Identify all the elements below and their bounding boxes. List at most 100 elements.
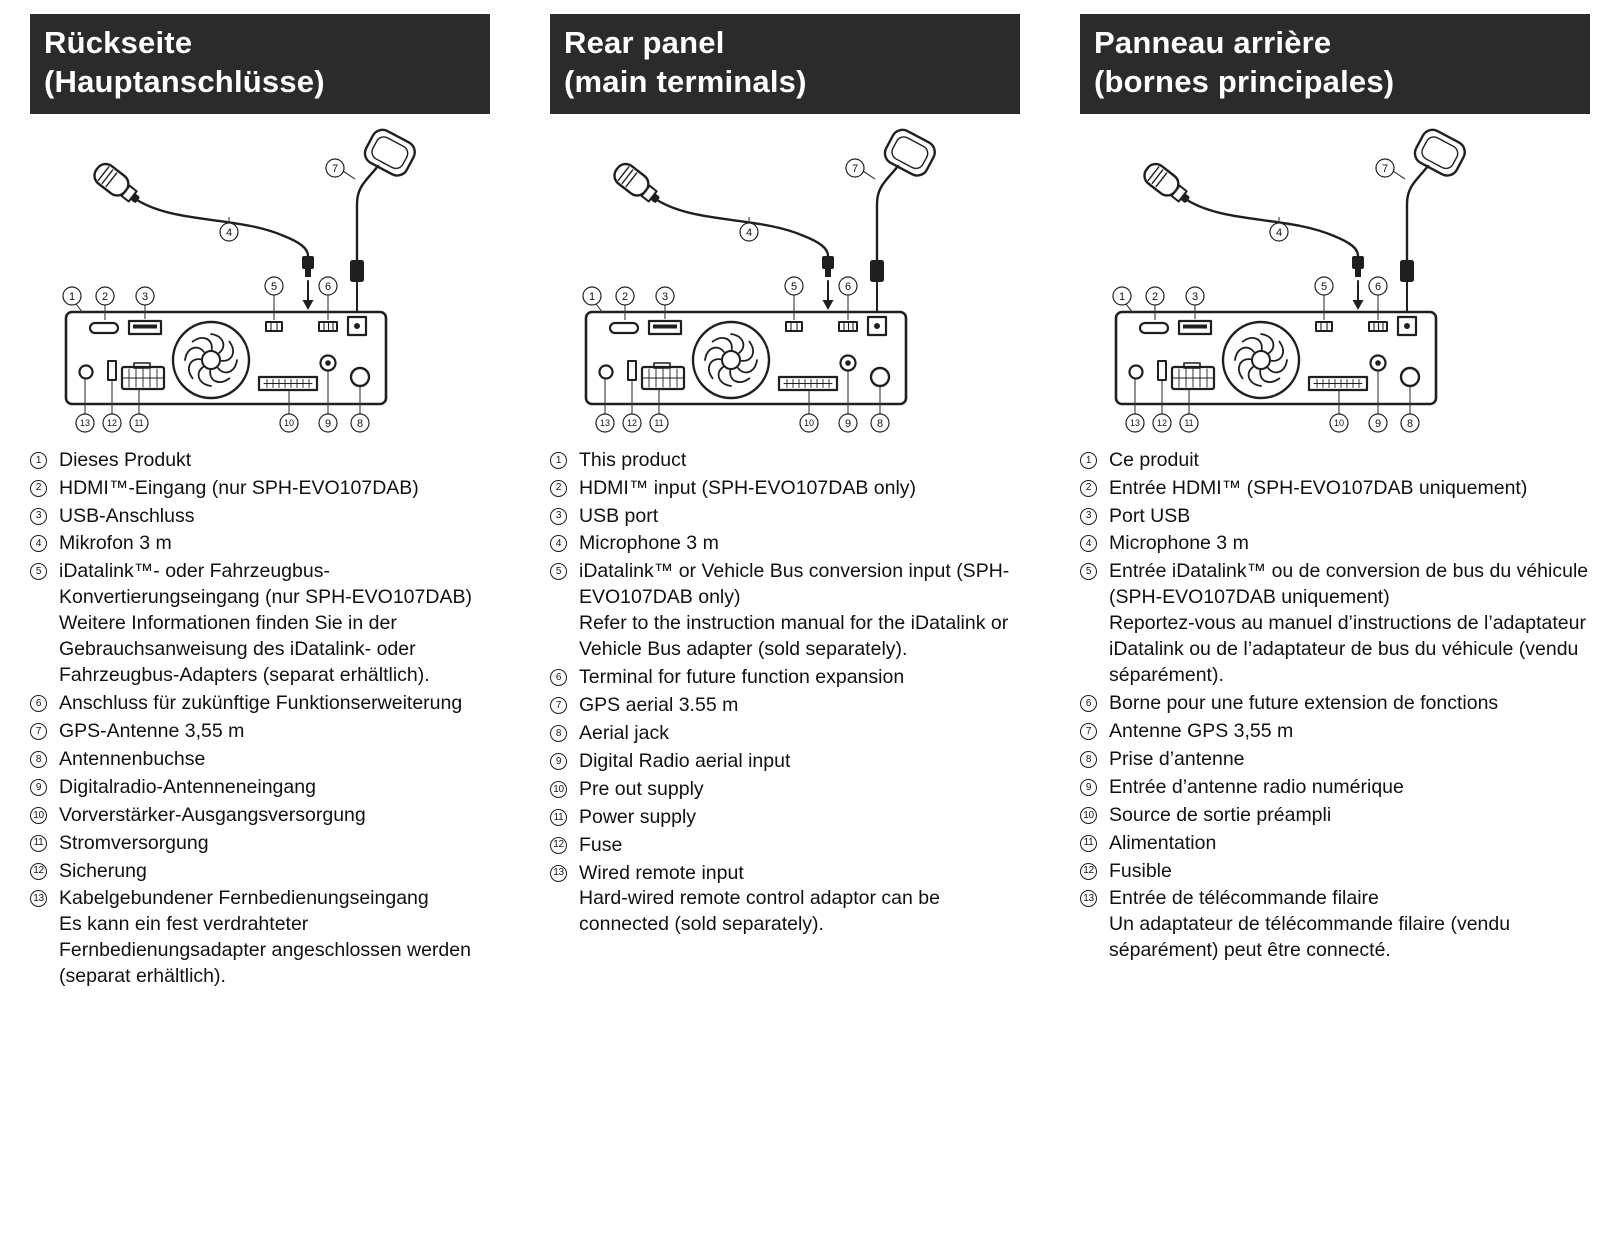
list-item: 6 Anschluss für zukünftige Funktionserwe… [30,691,490,717]
rear-panel-diagram-svg: 1 2 3 4 5 6 7 8 9 10 11 12 13 [62,128,416,433]
item-number-badge: 8 [550,724,567,742]
column-german: Rückseite (Hauptanschlüsse) [30,14,490,992]
item-text: Ce produit [1109,448,1199,471]
item-text: Prise d’antenne [1109,747,1245,770]
svg-text:6: 6 [325,281,331,293]
gps-jack [346,315,368,336]
gps-jack [866,315,888,336]
list-item: 1 This product [550,448,1020,474]
item-number-badge: 10 [550,780,567,798]
gps-cable-ferrite [1400,259,1414,282]
pre-out-connector [777,375,839,391]
digital-radio-jack [319,354,337,372]
item-text: USB-Anschluss [59,504,195,527]
fan-blades [184,332,238,387]
item-text: Port USB [1109,504,1191,527]
bus-conversion-connector [1315,320,1333,332]
item-text: Entrée de télécommande filaire [1109,887,1379,910]
item-number-badge: 10 [1080,806,1097,824]
item-text: Microphone 3 m [1109,532,1249,555]
svg-text:3: 3 [142,291,148,303]
item-text: Aerial jack [579,721,669,744]
item-text: Antenne GPS 3,55 m [1109,719,1294,742]
fuse [627,359,637,381]
wired-remote-hole [598,364,614,380]
section-header-french: Panneau arrière (bornes principales) [1080,14,1590,114]
expansion-connector [1368,320,1388,332]
microphone-icon [1143,162,1190,203]
svg-text:8: 8 [1407,418,1413,430]
power-connector [1170,361,1216,390]
list-item: 4 Microphone 3 m [1080,531,1590,557]
list-item: 13 Kabelgebundener Fernbedienungseingang… [30,886,490,990]
list-item: 12 Fusible [1080,859,1590,885]
item-text: HDMI™-Eingang (nur SPH-EVO107DAB) [59,476,419,499]
item-text: Power supply [579,805,697,828]
item-text: GPS aerial 3.55 m [579,694,739,717]
mini-jack-plug [1352,255,1364,269]
gps-cable [1405,164,1430,261]
item-body: iDatalink™- oder Fahrzeugbus-Konvertieru… [59,559,490,689]
list-item: 7 GPS-Antenne 3,55 m [30,719,490,745]
svg-text:9: 9 [845,418,851,430]
list-item: 8 Aerial jack [550,721,1020,747]
list-item: 9 Digitalradio-Antenneneingang [30,775,490,801]
item-text: HDMI™ input (SPH-EVO107DAB only) [579,476,917,499]
item-body: Borne pour une future extension de fonct… [1109,691,1590,717]
item-number-badge: 6 [30,695,47,713]
terminal-list-german: 1 Dieses Produkt 2 HDMI™-Eingang (nur SP… [30,448,490,990]
list-item: 1 Dieses Produkt [30,448,490,474]
item-number-badge: 4 [550,535,567,553]
item-note: Reportez-vous au manuel d’instructions d… [1109,612,1586,687]
svg-text:9: 9 [325,418,331,430]
callout-numbers: 1 2 3 4 5 6 7 8 9 10 11 12 13 [589,163,883,430]
item-number-badge: 8 [1080,750,1097,768]
svg-text:5: 5 [271,281,277,293]
hdmi-port [608,321,640,334]
item-number-badge: 12 [1080,862,1097,880]
microphone-cable [135,198,310,257]
list-item: 10 Source de sortie préampli [1080,803,1590,829]
item-body: Entrée iDatalink™ ou de conversion de bu… [1109,559,1590,689]
svg-text:3: 3 [662,291,668,303]
list-item: 2 HDMI™-Eingang (nur SPH-EVO107DAB) [30,476,490,502]
list-item: 6 Terminal for future function expansion [550,665,1020,691]
item-text: Sicherung [59,859,147,882]
callout-numbers: 1 2 3 4 5 6 7 8 9 10 11 12 13 [69,163,363,430]
usb-port [127,319,163,335]
list-item: 4 Microphone 3 m [550,531,1020,557]
svg-text:1: 1 [1119,291,1125,303]
item-number-badge: 5 [30,563,47,581]
item-body: Ce produit [1109,448,1590,474]
list-item: 2 Entrée HDMI™ (SPH-EVO107DAB uniquement… [1080,476,1590,502]
item-body: Entrée HDMI™ (SPH-EVO107DAB uniquement) [1109,476,1590,502]
item-body: Alimentation [1109,831,1590,857]
item-text: GPS-Antenne 3,55 m [59,719,245,742]
item-body: Digitalradio-Antenneneingang [59,775,490,801]
list-item: 8 Antennenbuchse [30,747,490,773]
item-text: USB port [579,504,659,527]
column-english: Rear panel (main terminals) [550,14,1020,992]
callouts [582,158,890,433]
item-number-badge: 13 [30,890,47,908]
list-item: 5 iDatalink™ or Vehicle Bus conversion i… [550,559,1020,663]
svg-text:4: 4 [1276,227,1282,239]
item-body: Dieses Produkt [59,448,490,474]
item-number-badge: 5 [1080,563,1097,581]
item-text: Entrée d’antenne radio numérique [1109,775,1404,798]
wired-remote-hole [78,364,94,380]
svg-text:11: 11 [654,418,663,428]
list-item: 3 Port USB [1080,504,1590,530]
rear-panel-diagram-french: 1 2 3 4 5 6 7 8 9 10 11 12 13 [1076,120,1590,438]
item-number-badge: 13 [1080,890,1097,908]
item-body: Fuse [579,833,1020,859]
list-item: 8 Prise d’antenne [1080,747,1590,773]
item-body: Digital Radio aerial input [579,749,1020,775]
cooling-fan [171,320,251,399]
wired-remote-hole [1128,364,1144,380]
svg-text:2: 2 [622,291,628,303]
cooling-fan [691,320,771,399]
gps-cable-ferrite [350,259,364,282]
item-text: Borne pour une future extension de fonct… [1109,692,1499,715]
item-body: Pre out supply [579,777,1020,803]
